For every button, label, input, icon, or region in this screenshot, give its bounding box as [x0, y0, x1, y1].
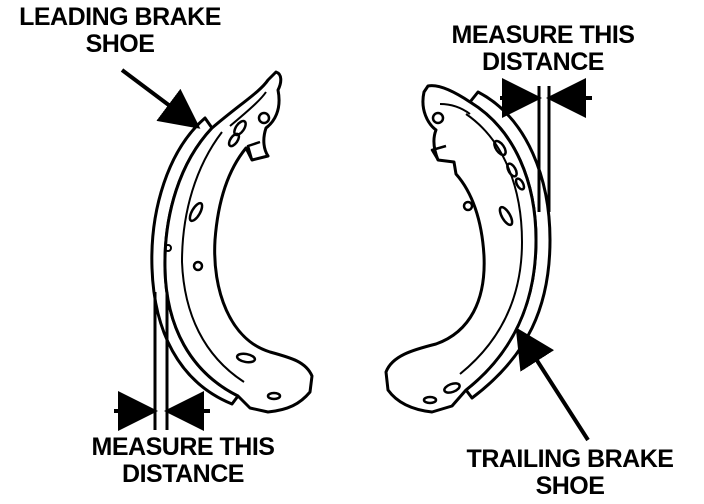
measure-left-line1: MEASURE THIS [91, 433, 275, 461]
measure-right-line2: DISTANCE [482, 48, 604, 76]
leading-label-line1: LEADING BRAKE [19, 3, 221, 31]
trailing-label-pointer [515, 327, 590, 442]
measure-distance-label-left: MEASURE THIS DISTANCE [72, 434, 294, 488]
measure-distance-label-right: MEASURE THIS DISTANCE [430, 22, 656, 76]
trailing-brake-shoe-label: TRAILING BRAKE SHOE [446, 446, 694, 500]
leading-label-pointer [120, 68, 201, 129]
trailing-brake-shoe [384, 84, 552, 414]
leading-brake-shoe-label: LEADING BRAKE SHOE [4, 4, 236, 58]
leading-label-line2: SHOE [85, 30, 155, 58]
trailing-label-line2: SHOE [535, 472, 605, 500]
leading-brake-shoe [150, 70, 314, 430]
trailing-label-line1: TRAILING BRAKE [466, 445, 674, 473]
measure-right-line1: MEASURE THIS [451, 21, 635, 49]
measure-left-line2: DISTANCE [122, 460, 244, 488]
leading-shoe-web [163, 70, 314, 414]
